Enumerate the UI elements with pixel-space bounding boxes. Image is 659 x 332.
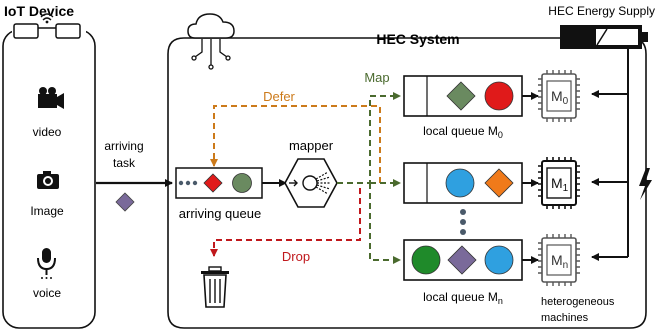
defer-edge — [210, 105, 381, 183]
smart-glasses-icon — [12, 13, 86, 40]
machine-mn-label: Mn — [551, 252, 568, 271]
queue-ellipsis-dot — [178, 180, 184, 186]
trash-bin-icon — [201, 266, 229, 308]
defer-label: Defer — [263, 89, 295, 104]
map-edge-mn — [369, 183, 401, 264]
local-queue-mn-green-circle — [411, 245, 441, 275]
map-edge-m0 — [337, 92, 401, 184]
microphone-icon — [37, 248, 56, 279]
video-camera-icon — [38, 87, 64, 109]
local-queue-m0-label: local queue M0 — [423, 124, 503, 140]
machine-m0-label: M0 — [551, 88, 569, 107]
queue-ellipsis-dot — [192, 180, 198, 186]
lightning-bolt-icon — [639, 168, 652, 200]
arriving-task-label-line2: task — [113, 156, 136, 170]
hec-system-title: HEC System — [376, 31, 459, 47]
local-queue-mn-label: local queue Mn — [423, 290, 503, 306]
machine-m1-label: M1 — [551, 175, 569, 194]
arriving-task-diamond — [115, 192, 135, 212]
hec-system-panel — [167, 37, 647, 329]
local-queue-mn-blue-circle — [484, 245, 514, 275]
mapper-icon — [289, 171, 331, 195]
battery-icon — [560, 25, 648, 49]
mapper-label: mapper — [289, 138, 334, 153]
iot-device-title: IoT Device — [4, 3, 74, 19]
machine-m1-chip-icon — [538, 157, 580, 209]
heterogeneous-machines-label-line1: heterogeneous — [541, 296, 615, 308]
local-queue-m1-blue-circle — [445, 168, 475, 198]
local-queue-mn-purple-diamond — [447, 245, 477, 275]
arriving-queue-label: arriving queue — [179, 206, 261, 221]
machine-m0-chip-icon — [538, 70, 580, 122]
cloud-icon — [187, 13, 235, 70]
local-queue-m0-olive-diamond — [446, 81, 476, 111]
arriving-task-label-line1: arriving — [104, 139, 143, 153]
drop-label: Drop — [282, 249, 310, 264]
queued-task-olive-circle — [232, 173, 252, 193]
map-label: Map — [364, 70, 389, 85]
queue-list-ellipsis-dot — [460, 219, 466, 225]
machine-mn-chip-icon — [538, 234, 580, 286]
queue-list-ellipsis-dot — [460, 229, 466, 235]
queue-list-ellipsis-dot — [460, 209, 466, 215]
heterogeneous-machines-label-line2: machines — [541, 312, 589, 324]
photo-camera-icon — [37, 171, 59, 189]
video-label: video — [33, 125, 62, 139]
voice-label: voice — [33, 286, 61, 300]
queue-ellipsis-dot — [185, 180, 191, 186]
drop-edge — [210, 188, 361, 257]
image-label: Image — [30, 204, 64, 218]
local-queue-m1-orange-diamond — [484, 168, 514, 198]
queued-task-red-diamond — [203, 173, 223, 193]
local-queue-m0-red-circle — [484, 81, 514, 111]
energy-supply-label: HEC Energy Supply — [548, 4, 655, 18]
